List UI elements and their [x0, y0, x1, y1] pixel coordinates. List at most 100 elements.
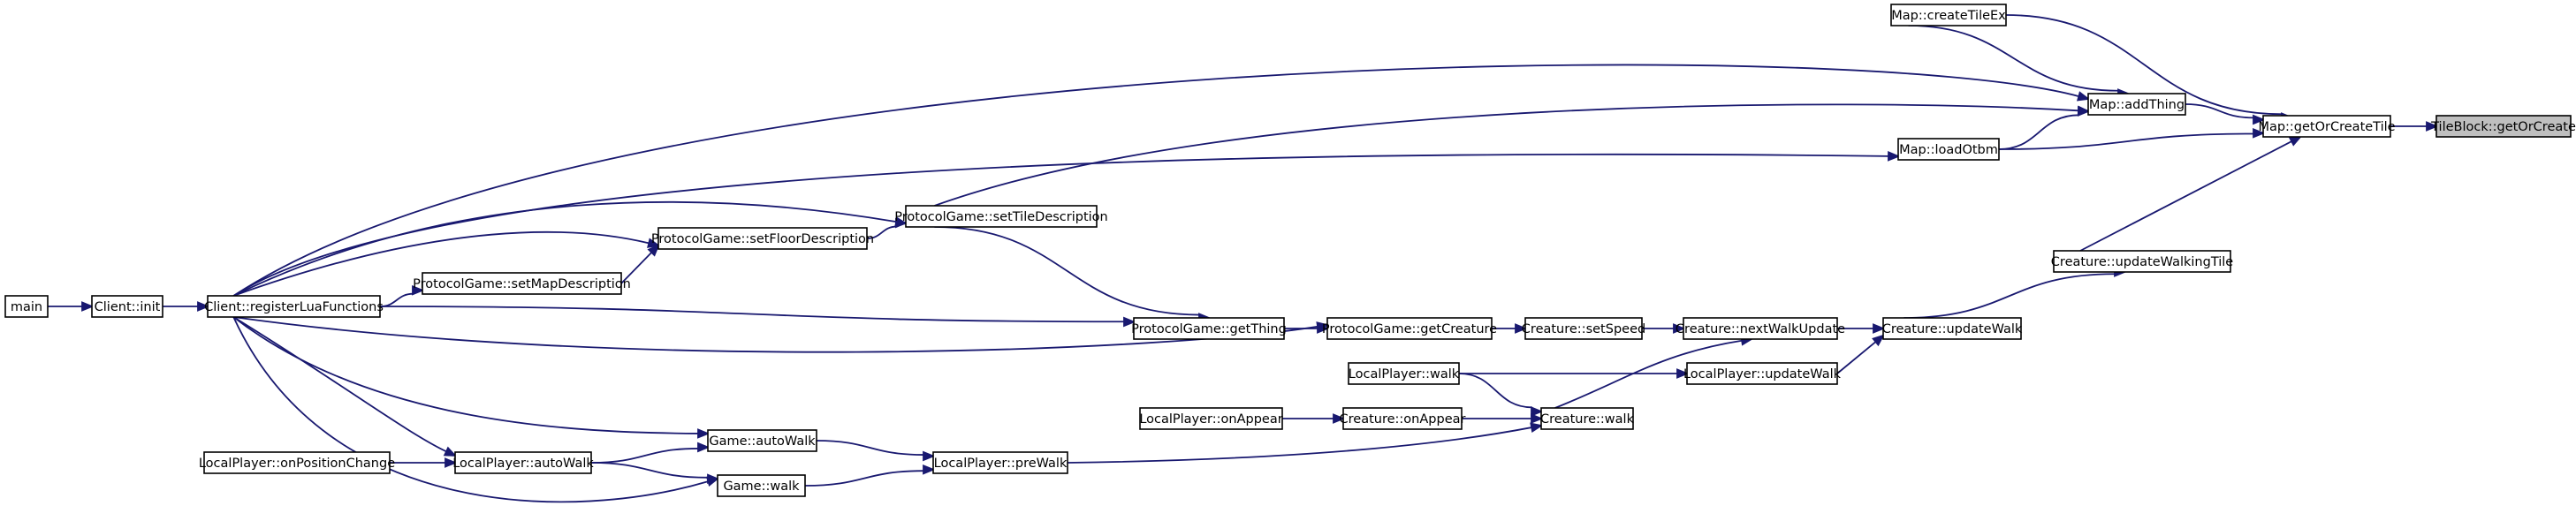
node-pg-setmapdesc[interactable]: ProtocolGame::setMapDescription [413, 272, 631, 295]
edge-cr_onappear-to-cr_walk [1462, 413, 1544, 424]
node-lp-walk[interactable]: LocalPlayer::walk [1348, 362, 1460, 385]
edge-cr_setspeed-to-cr_nextwalkupdate [1642, 323, 1686, 334]
node-box [1326, 317, 1493, 340]
edge-register_lua-to-pg_setfloordesc [232, 230, 661, 297]
node-tileblock-getorcreate[interactable]: TileBlock::getOrCreate [2430, 115, 2576, 138]
edge-line [379, 292, 414, 307]
edge-arrowhead [697, 428, 710, 439]
node-lp-autowalk[interactable]: LocalPlayer::autoWalk [452, 451, 594, 474]
edge-line [1998, 132, 2254, 150]
node-lp-updatewalk[interactable]: LocalPlayer::updateWalk [1683, 362, 1842, 385]
node-map-addthing[interactable]: Map::addThing [2087, 93, 2186, 116]
edge-arrowhead [445, 457, 458, 468]
edge-map_addthing-to-map_getorcreatetile [2185, 103, 2266, 125]
node-cr-nextwalkupdate[interactable]: Creature::nextWalkUpdate [1676, 317, 1845, 340]
edge-line [2005, 14, 2283, 116]
edge-line [590, 462, 709, 479]
edge-map_createtileex-to-map_addthing [1908, 25, 2131, 99]
edge-lp_onposchange-to-lp_autowalk [390, 457, 458, 468]
edge-line [1458, 373, 1533, 409]
edge-arrowhead [443, 446, 458, 457]
edge-register_lua-to-game_walk [232, 316, 720, 503]
edge-line [1067, 427, 1532, 464]
node-label: LocalPlayer::autoWalk [452, 457, 594, 471]
node-cr-onappear[interactable]: Creature::onAppear [1340, 407, 1466, 430]
node-box [1683, 317, 1838, 340]
node-register-lua[interactable]: Client::registerLuaFunctions [204, 295, 384, 318]
edge-arrowhead [1872, 334, 1885, 347]
edge-lp_walk-to-cr_walk [1458, 373, 1544, 417]
edge-line [232, 316, 447, 453]
edge-line [866, 225, 897, 239]
edge-arrowhead [1123, 316, 1136, 328]
edge-map_loadotbm-to-map_getorcreatetile [1998, 127, 2266, 150]
edge-arrowhead [2288, 135, 2303, 147]
edge-line [1904, 273, 2116, 319]
node-main[interactable]: main [4, 295, 49, 318]
node-box [4, 295, 49, 318]
edge-register_lua-to-game_autowalk [232, 316, 710, 439]
node-pg-settiledesc[interactable]: ProtocolGame::setTileDescription [894, 205, 1108, 228]
edge-arrowhead [923, 450, 936, 462]
node-label: Creature::updateWalk [1882, 322, 2023, 336]
node-pg-getthing[interactable]: ProtocolGame::getThing [1131, 317, 1287, 340]
edge-line [232, 200, 897, 297]
node-label: LocalPlayer::updateWalk [1683, 367, 1842, 381]
node-map-loadotbm[interactable]: Map::loadOtbm [1897, 138, 2000, 161]
node-game-walk[interactable]: Game::walk [717, 474, 806, 497]
node-box [454, 451, 592, 474]
node-lp-prewalk[interactable]: LocalPlayer::preWalk [932, 451, 1068, 474]
node-label: ProtocolGame::setMapDescription [413, 277, 631, 291]
edge-lp_autowalk-to-game_walk [590, 462, 720, 485]
edge-arrowhead [1531, 413, 1544, 424]
edge-lp_updatewalk-to-cr_updatewalk [1836, 334, 1885, 374]
node-lp-onposchange[interactable]: LocalPlayer::onPositionChange [199, 451, 395, 474]
node-pg-getcreature[interactable]: ProtocolGame::getCreature [1322, 317, 1497, 340]
node-client-init[interactable]: Client::init [91, 295, 163, 318]
edge-arrowhead [2426, 121, 2439, 132]
node-box [2435, 115, 2572, 138]
node-box [1524, 317, 1643, 340]
node-label: Client::init [95, 300, 161, 314]
node-box [1897, 138, 2000, 161]
edge-arrowhead [707, 473, 720, 485]
call-graph-edges [48, 14, 2439, 503]
edge-line [232, 230, 650, 297]
node-map-getorcreatetile[interactable]: Map::getOrCreateTile [2258, 115, 2396, 138]
edge-arrowhead [1888, 151, 1901, 162]
node-label: LocalPlayer::walk [1349, 367, 1460, 381]
node-map-createtileex[interactable]: Map::createTileEx [1890, 4, 2007, 26]
edge-line [232, 64, 2079, 297]
edge-arrowhead [1515, 323, 1528, 334]
node-pg-setfloordesc[interactable]: ProtocolGame::setFloorDescription [651, 227, 874, 250]
node-box [905, 205, 1098, 228]
node-box [1890, 4, 2007, 26]
node-cr-walk[interactable]: Creature::walk [1540, 407, 1635, 430]
edge-arrowhead [2076, 91, 2091, 102]
node-cr-updatewalk[interactable]: Creature::updateWalk [1882, 317, 2023, 340]
node-cr-updatewalkingtile[interactable]: Creature::updateWalkingTile [2051, 250, 2233, 273]
node-box [1139, 407, 1283, 430]
node-label: ProtocolGame::setFloorDescription [651, 232, 874, 246]
edge-arrowhead [923, 464, 936, 475]
edge-map_getorcreatetile-to-tileblock_getorcreate [2390, 121, 2439, 132]
node-box [1540, 407, 1634, 430]
node-label: ProtocolGame::getThing [1131, 322, 1287, 336]
node-cr-setspeed[interactable]: Creature::setSpeed [1522, 317, 1645, 340]
edge-pg_getthing-to-pg_getcreature [1284, 323, 1330, 334]
edge-cr_nextwalkupdate-to-cr_updatewalk [1837, 323, 1886, 334]
node-box [1882, 317, 2022, 340]
node-box [657, 227, 868, 250]
node-box [1686, 362, 1838, 385]
node-box [1133, 317, 1285, 340]
node-box [2087, 93, 2186, 116]
node-box [707, 429, 817, 452]
edge-register_lua-to-map_addthing [232, 64, 2091, 297]
edge-arrowhead [412, 284, 425, 296]
node-label: ProtocolGame::setTileDescription [894, 210, 1108, 224]
edge-cr_updatewalk-to-cr_updatewalkingtile [1904, 267, 2127, 319]
edge-line [590, 448, 699, 464]
node-lp-onappear[interactable]: LocalPlayer::onAppear [1139, 407, 1283, 430]
node-label: Game::walk [723, 479, 800, 494]
node-game-autowalk[interactable]: Game::autoWalk [707, 429, 817, 452]
